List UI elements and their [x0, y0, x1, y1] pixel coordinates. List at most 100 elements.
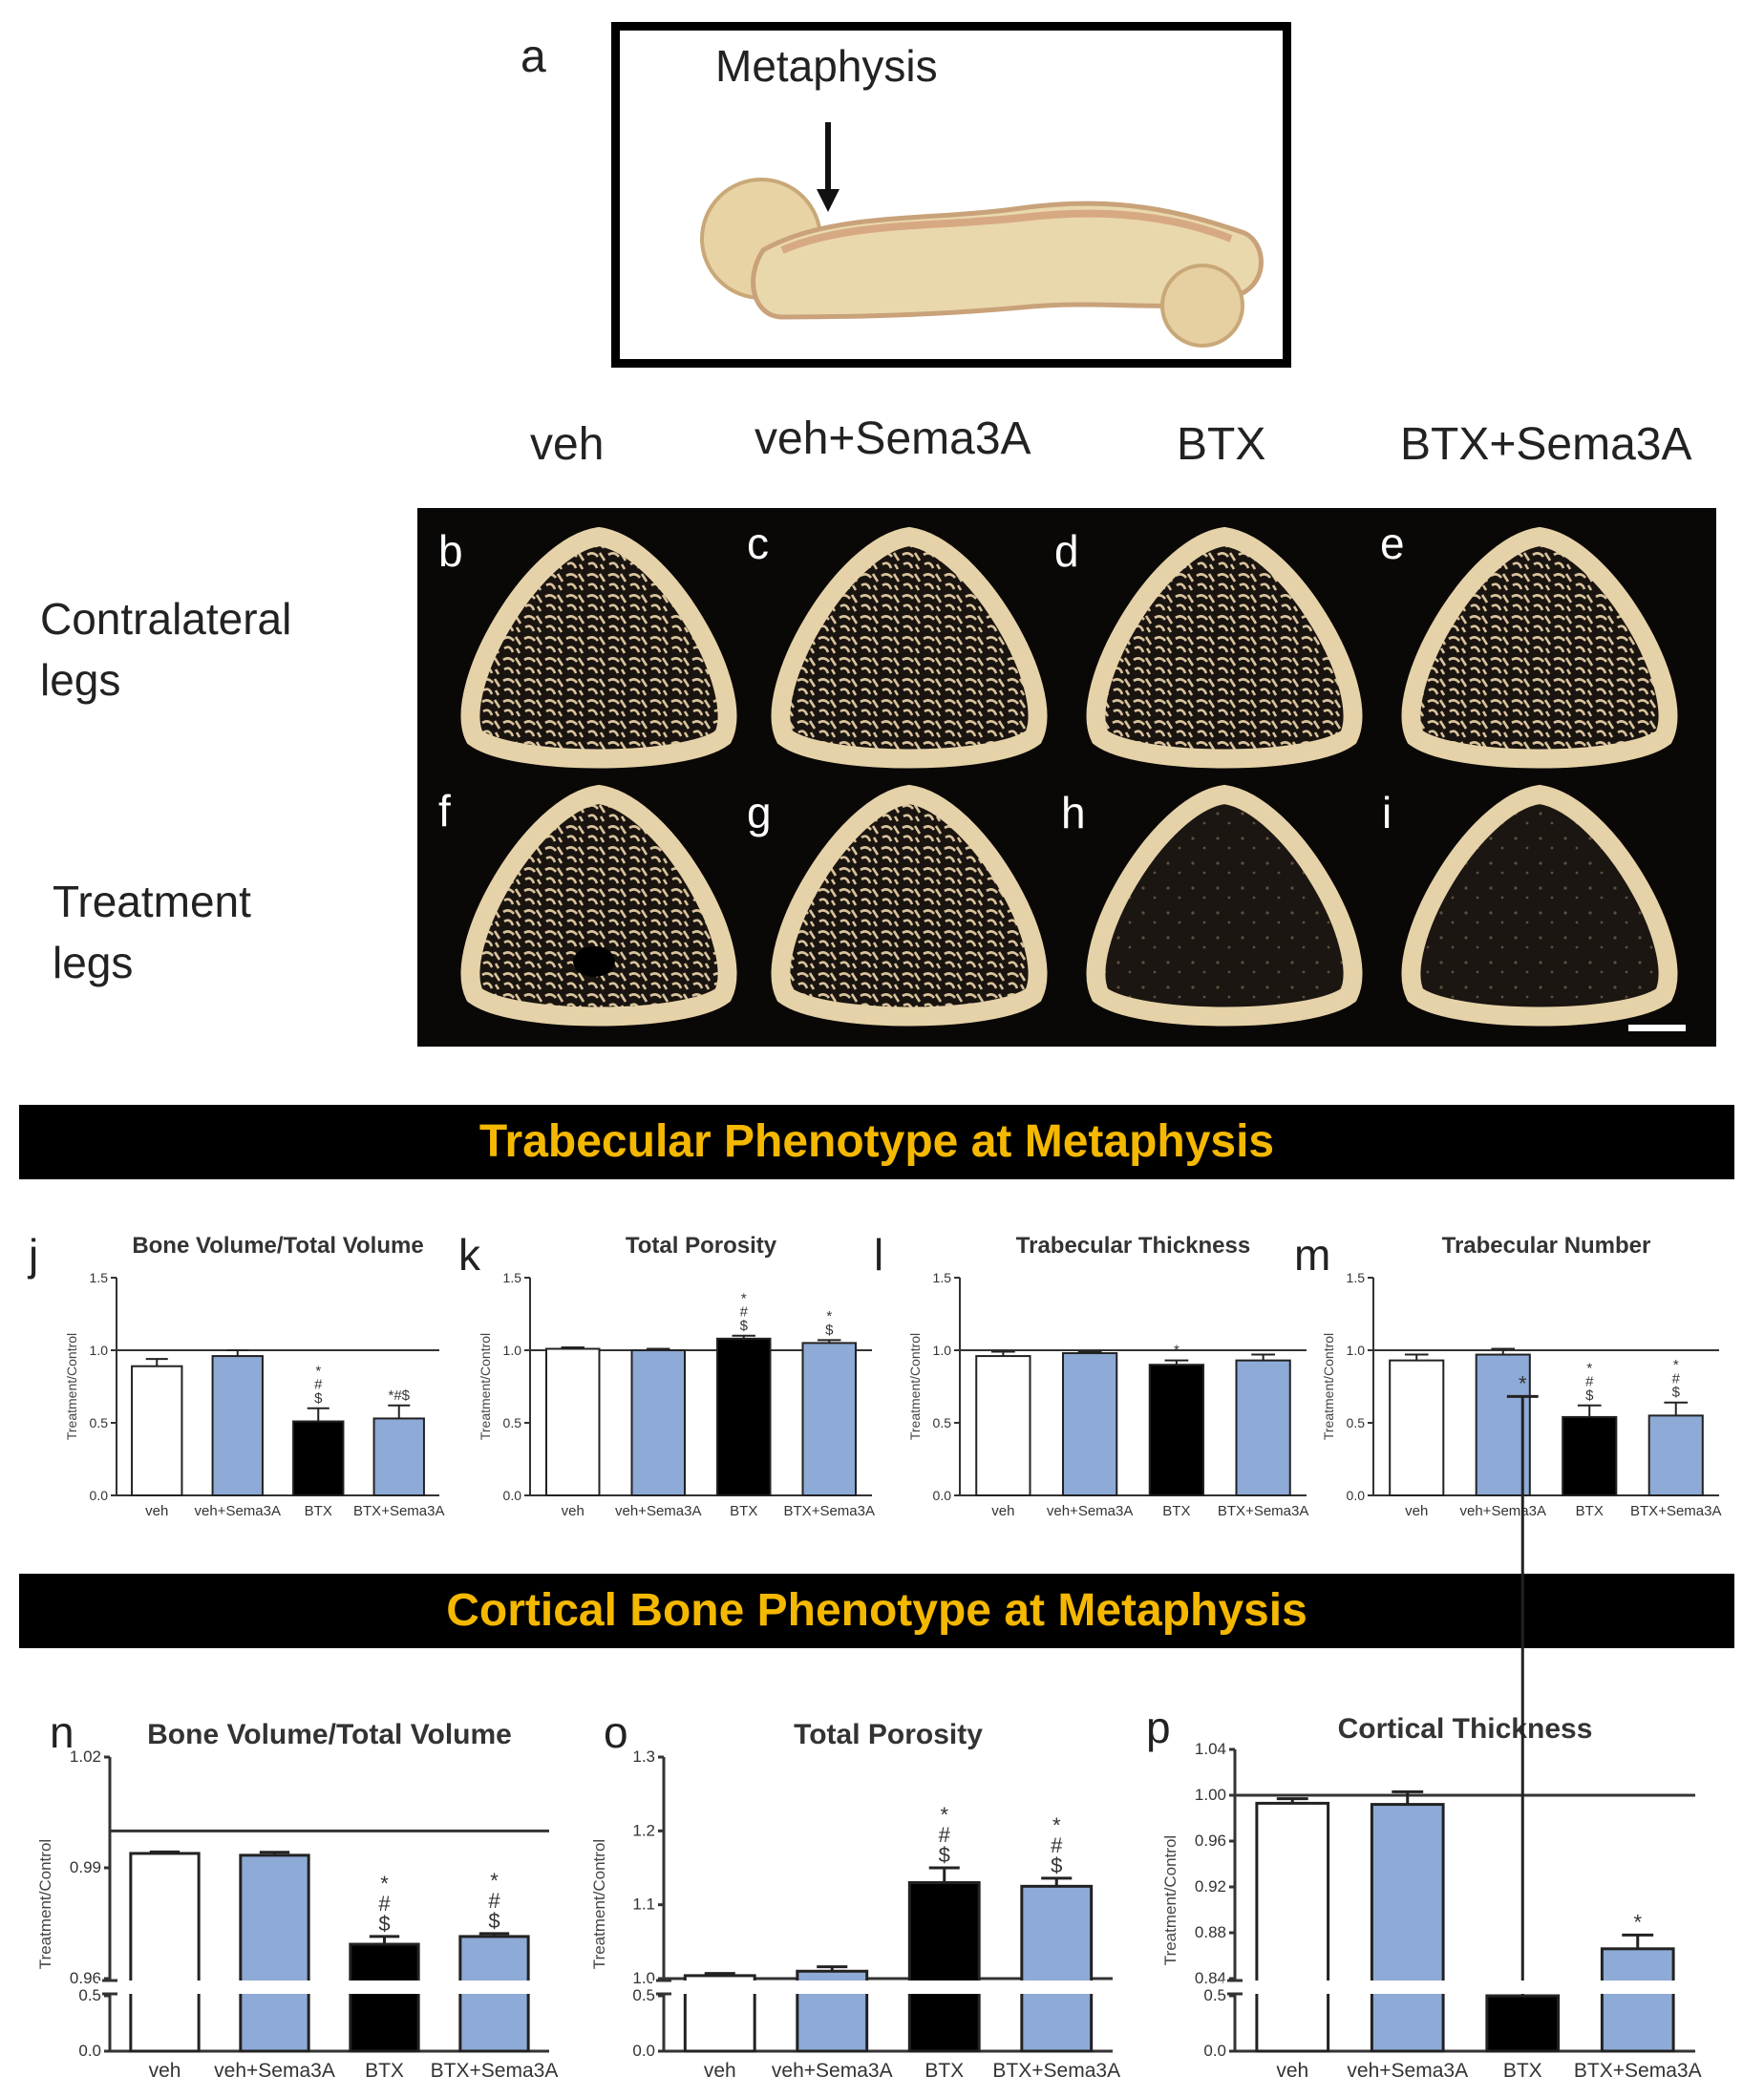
axis-break-gap — [652, 1980, 1116, 1994]
y-tick-label: 1.2 — [632, 1821, 655, 1839]
x-tick-label: BTX+Sema3A — [992, 2060, 1120, 2082]
ct-cross-section — [771, 784, 1048, 1027]
significance-mark: * — [1174, 1343, 1180, 1359]
significance-mark: * — [1586, 1360, 1592, 1376]
y-tick-label: 0.0 — [90, 1488, 109, 1503]
chart-letter-k: k — [458, 1230, 481, 1280]
axis-break-gap — [1223, 1980, 1699, 1994]
micro-ct-image-grid: b c d e f g h i — [417, 508, 1716, 1047]
y-tick-label: 1.0 — [503, 1343, 522, 1358]
bar — [1389, 1359, 1445, 1497]
x-tick-label: veh — [1405, 1503, 1428, 1519]
y-axis-label: Treatment/Control — [1161, 1835, 1180, 1965]
row-label-contralateral-line2: legs — [40, 655, 121, 705]
femur-schematic-frame: Metaphysis — [611, 22, 1291, 368]
femur-illustration — [700, 122, 1264, 348]
x-tick-label: veh — [562, 1503, 584, 1519]
significance-mark: # — [740, 1304, 749, 1321]
significance-mark: # — [314, 1377, 323, 1393]
x-tick-label: veh+Sema3A — [195, 1503, 281, 1519]
x-tick-label: veh+Sema3A — [1460, 1503, 1546, 1519]
y-tick-label: 0.96 — [70, 1969, 101, 1987]
metaphysis-label: Metaphysis — [715, 41, 938, 91]
axis-break-gap — [98, 1980, 553, 1994]
significance-mark: # — [1672, 1370, 1681, 1387]
y-tick-label: 0.0 — [632, 2042, 655, 2060]
significance-mark: *#$ — [388, 1387, 410, 1404]
bar — [1370, 1803, 1445, 2053]
significance-mark: $ — [939, 1843, 950, 1867]
x-tick-label: veh — [704, 2060, 736, 2082]
ct-letter-d: d — [1054, 526, 1079, 576]
ct-cross-section — [460, 784, 737, 1027]
chart-title: Bone Volume/Total Volume — [147, 1719, 512, 1750]
bar — [1647, 1414, 1704, 1497]
x-tick-label: veh — [991, 1503, 1014, 1519]
panel-letter-a: a — [521, 32, 546, 82]
chart-title: Trabecular Number — [1442, 1233, 1651, 1259]
bar — [1235, 1359, 1291, 1497]
chart-letter-m: m — [1294, 1230, 1330, 1280]
ct-letter-b: b — [438, 526, 463, 576]
chart-letter-j: j — [27, 1230, 38, 1280]
x-tick-label: veh — [1276, 2060, 1308, 2082]
y-axis-label: Treatment/Control — [1321, 1333, 1336, 1440]
bar — [545, 1347, 601, 1496]
x-tick-label: BTX+Sema3A — [1574, 2060, 1702, 2082]
y-tick-label: 0.5 — [933, 1415, 952, 1430]
y-tick-label: 0.5 — [1347, 1415, 1366, 1430]
chart-title: Bone Volume/Total Volume — [132, 1233, 423, 1259]
x-tick-label: veh+Sema3A — [1047, 1503, 1133, 1519]
x-tick-label: veh+Sema3A — [772, 2060, 893, 2082]
bar — [630, 1349, 686, 1496]
y-tick-label: 1.0 — [90, 1343, 109, 1358]
y-axis-label: Treatment/Control — [64, 1333, 79, 1440]
x-tick-label: BTX — [730, 1503, 757, 1519]
row-label-treatment: Treatment legs — [53, 871, 251, 993]
bar — [1485, 1994, 1561, 2053]
chart-letter-o: o — [604, 1707, 628, 1757]
chart-letter-n: n — [50, 1707, 74, 1757]
bar — [131, 1365, 183, 1496]
bar — [975, 1355, 1031, 1496]
ct-void — [573, 946, 615, 977]
significance-mark: # — [488, 1889, 500, 1913]
significance-mark: * — [826, 1308, 832, 1324]
y-tick-label: 0.0 — [1347, 1488, 1366, 1503]
y-tick-label: 0.0 — [78, 2042, 101, 2060]
significance-mark: * — [1633, 1910, 1642, 1934]
x-tick-label: BTX — [305, 1503, 332, 1519]
y-tick-label: 1.3 — [632, 1748, 655, 1766]
significance-mark: * — [490, 1869, 499, 1893]
significance-mark: $ — [1585, 1387, 1594, 1404]
row-label-treatment-line1: Treatment — [53, 877, 251, 926]
y-tick-label: 0.0 — [1203, 2042, 1226, 2060]
femoral-condyle — [1160, 264, 1244, 348]
ct-cross-section — [1401, 526, 1678, 769]
bar — [1255, 1801, 1330, 2053]
significance-mark: $ — [740, 1318, 749, 1334]
y-tick-label: 1.5 — [1347, 1270, 1366, 1285]
banner-trabecular: Trabecular Phenotype at Metaphysis — [19, 1105, 1734, 1179]
y-tick-label: 1.0 — [1347, 1343, 1366, 1358]
chart-title: Total Porosity — [626, 1233, 777, 1259]
y-tick-label: 0.84 — [1195, 1969, 1226, 1987]
chart-title: Trabecular Thickness — [1016, 1233, 1250, 1259]
y-tick-label: 0.5 — [632, 1986, 655, 2004]
significance-mark: $ — [488, 1909, 499, 1933]
significance-mark: # — [939, 1823, 951, 1847]
y-tick-label: 0.96 — [1195, 1832, 1226, 1850]
chart-letter-l: l — [874, 1230, 883, 1280]
bar — [1475, 1353, 1531, 1497]
y-tick-label: 1.0 — [632, 1969, 655, 1987]
bar — [372, 1417, 425, 1496]
x-tick-label: BTX — [925, 2060, 964, 2082]
significance-mark: * — [1519, 1371, 1527, 1395]
y-tick-label: 0.88 — [1195, 1923, 1226, 1941]
x-tick-label: veh+Sema3A — [1347, 2060, 1468, 2082]
y-tick-label: 1.04 — [1195, 1740, 1226, 1758]
scale-bar — [1628, 1025, 1686, 1031]
significance-mark: * — [940, 1803, 948, 1827]
y-tick-label: 0.5 — [90, 1415, 109, 1430]
